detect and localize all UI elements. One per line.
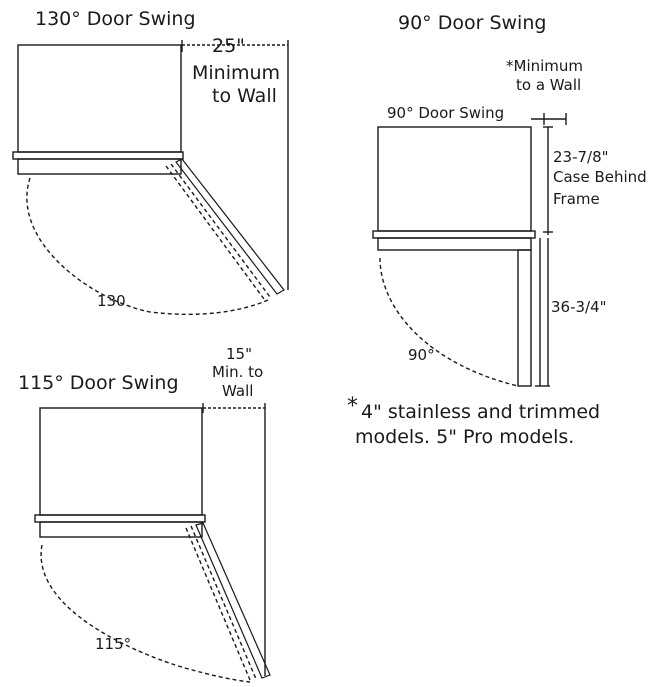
case-behind-line3: Frame [553,190,600,208]
cabinet-body [39,407,203,516]
swing-arc-90 [379,257,519,387]
dimension-15-line [202,403,266,676]
angle-label-90: 90° [408,346,435,364]
minimum-wall-line2: to a Wall [516,76,582,94]
door-frame [12,151,184,160]
open-door-130 [165,158,285,300]
minimum-wall-line1: *Minimum [506,57,584,75]
diagram-title-130: 130° Door Swing [35,8,196,30]
dimension-case-behind [543,126,553,235]
case-behind-line1: 23-7/8" [553,148,609,166]
diagram-title-115: 115° Door Swing [18,372,179,394]
dimension-value-15: 15" [226,345,252,363]
angle-label-115: 115° [95,635,132,653]
case-behind-line2: Case Behind [553,168,647,186]
dimension-height [535,238,550,387]
dimension-caption-115-line1: Min. to [212,363,264,381]
swing-arc-115 [40,544,251,683]
open-door-90 [517,249,532,387]
fridge-115 [34,407,206,538]
open-door-115 [185,522,271,681]
door-panel [39,521,203,538]
door-frame [34,514,206,523]
footnote-asterisk: * [347,394,358,419]
dimension-25-line [181,40,289,290]
angle-label-130: 130 [97,292,126,310]
dimension-minimum-wall [531,113,567,125]
swing-arc-130 [26,177,269,316]
cabinet-body [377,126,532,232]
fridge-90 [372,126,536,251]
footnote-line1: 4" stainless and trimmed [361,401,601,423]
fridge-130 [12,44,184,175]
dimension-value-25: 25" [212,35,245,57]
dimension-caption-130-line1: Minimum [192,62,281,84]
door-frame [372,230,536,239]
dimension-caption-115-line2: Wall [222,382,254,400]
dimension-caption-130-line2: to Wall [212,85,277,107]
door-panel [17,158,182,175]
height-dimension: 36-3/4" [551,298,607,316]
door-panel [377,237,532,251]
diagram-title-90: 90° Door Swing [398,12,547,34]
inner-title-90: 90° Door Swing [387,104,505,122]
footnote-line2: models. 5" Pro models. [355,426,575,448]
cabinet-body [17,44,182,153]
